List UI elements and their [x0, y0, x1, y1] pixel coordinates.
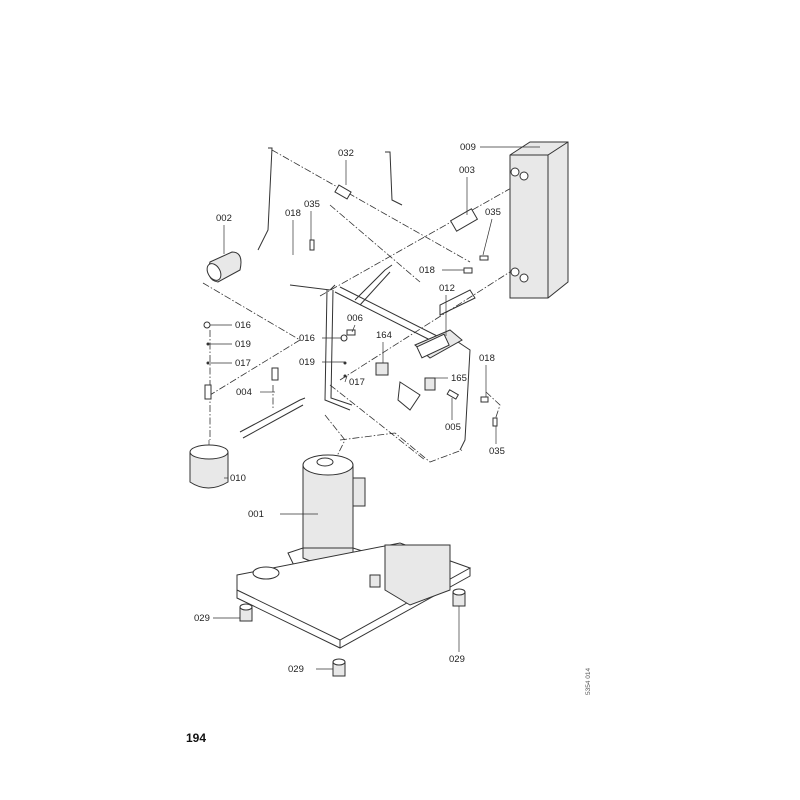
rubber-foot-029 — [332, 658, 346, 677]
rubber-foot-029 — [452, 588, 466, 607]
part-label-012: 012 — [439, 283, 455, 294]
pipe-to-valve — [334, 291, 441, 346]
rubber-foot-029 — [369, 574, 381, 588]
pipe-right — [454, 339, 471, 451]
part-label-017: 017 — [349, 377, 365, 388]
part-label-019: 019 — [235, 339, 251, 350]
receiver-010 — [189, 440, 229, 489]
part-label-018: 018 — [285, 208, 301, 219]
part-label-009: 009 — [460, 142, 476, 153]
part-label-019: 019 — [299, 357, 315, 368]
part-label-003: 003 — [459, 165, 475, 176]
part-label-004: 004 — [236, 387, 252, 398]
part-label-029: 029 — [194, 613, 210, 624]
part-label-035: 035 — [304, 199, 320, 210]
part-label-035: 035 — [485, 207, 501, 218]
part-label-005: 005 — [445, 422, 461, 433]
small-fittings — [203, 239, 498, 427]
pipe-vertical — [324, 289, 351, 411]
part-label-001: 001 — [248, 509, 264, 520]
rubber-foot-029 — [239, 603, 253, 622]
part-label-018: 018 — [419, 265, 435, 276]
pipe-tee — [289, 284, 336, 291]
heat-exchanger-009 — [509, 141, 569, 299]
pipe-bend — [354, 264, 393, 301]
pipe-003-loop — [439, 289, 476, 316]
pipe-upper-middle — [385, 151, 403, 206]
part-label-016: 016 — [299, 333, 315, 344]
base-plate — [236, 542, 472, 649]
part-label-006: 006 — [347, 313, 363, 324]
filter-drier-002 — [206, 251, 242, 283]
part-label-029: 029 — [288, 664, 304, 675]
part-label-002: 002 — [216, 213, 232, 224]
pipe-loop — [397, 381, 421, 411]
part-label-018: 018 — [479, 353, 495, 364]
part-label-165: 165 — [451, 373, 467, 384]
pipe-upper-left — [257, 147, 273, 251]
page-number: 194 — [186, 731, 207, 745]
coil-165 — [424, 377, 436, 391]
valve-block-012 — [414, 329, 463, 359]
leader-lines — [210, 146, 540, 670]
part-label-029: 029 — [449, 654, 465, 665]
coil-164 — [375, 362, 389, 376]
valve-003 — [449, 208, 479, 232]
part-label-032: 032 — [338, 148, 354, 159]
fitting-032 — [334, 184, 352, 200]
part-label-010: 010 — [230, 473, 246, 484]
part-label-164: 164 — [376, 330, 392, 341]
pipe-004 — [239, 397, 306, 433]
compressor-001 — [287, 454, 376, 581]
part-label-016: 016 — [235, 320, 251, 331]
part-label-035: 035 — [489, 446, 505, 457]
document-id: 5354 014 — [585, 667, 592, 695]
part-label-017: 017 — [235, 358, 251, 369]
